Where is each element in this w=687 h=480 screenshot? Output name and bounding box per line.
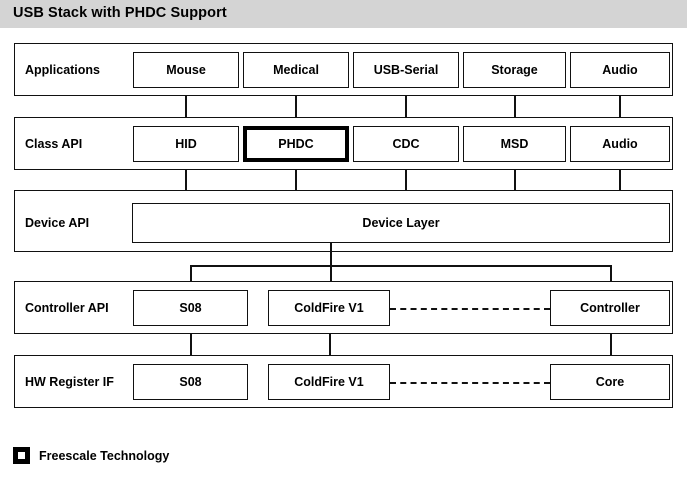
node-msd[interactable]: MSD <box>463 126 566 162</box>
row-label-applications: Applications <box>25 63 101 77</box>
connector-storage-to-msd <box>514 96 516 124</box>
connector-coldfire-to-core-dashed <box>390 382 550 384</box>
connector-usbserial-to-cdc <box>405 96 407 124</box>
connector-s08-to-s08-hw <box>190 334 192 364</box>
node-s08-hw[interactable]: S08 <box>133 364 248 400</box>
node-controller[interactable]: Controller <box>550 290 670 326</box>
connector-audio-to-audio <box>619 96 621 124</box>
node-audio-app[interactable]: Audio <box>570 52 670 88</box>
connector-controller-to-core <box>610 334 612 364</box>
node-device-layer[interactable]: Device Layer <box>132 203 670 243</box>
connector-hid-to-device-layer <box>185 170 187 196</box>
title-bar: USB Stack with PHDC Support <box>0 0 687 28</box>
node-core[interactable]: Core <box>550 364 670 400</box>
node-usb-serial[interactable]: USB-Serial <box>353 52 459 88</box>
connector-device-layer-trunk <box>330 243 332 303</box>
node-audio-class[interactable]: Audio <box>570 126 670 162</box>
connector-coldfire-to-controller-dashed <box>390 308 550 310</box>
row-label-device-api: Device API <box>25 216 90 230</box>
connector-medical-to-phdc <box>295 96 297 124</box>
node-hid[interactable]: HID <box>133 126 239 162</box>
connector-audio-to-device-layer <box>619 170 621 196</box>
connector-mouse-to-hid <box>185 96 187 124</box>
connector-device-layer-branch-bar <box>190 265 611 267</box>
connector-phdc-to-device-layer <box>295 170 297 196</box>
node-storage[interactable]: Storage <box>463 52 566 88</box>
node-mouse[interactable]: Mouse <box>133 52 239 88</box>
row-label-hw-register-if: HW Register IF <box>25 375 114 389</box>
node-cdc[interactable]: CDC <box>353 126 459 162</box>
connector-coldfire-to-coldfire-hw <box>329 334 331 364</box>
square-icon-inner <box>18 452 25 459</box>
node-s08-controller[interactable]: S08 <box>133 290 248 326</box>
node-coldfire-v1-controller[interactable]: ColdFire V1 <box>268 290 390 326</box>
freescale-technology-square-icon <box>13 447 30 464</box>
node-phdc[interactable]: PHDC <box>243 126 349 162</box>
page-title: USB Stack with PHDC Support <box>13 5 227 21</box>
legend-label: Freescale Technology <box>39 448 170 463</box>
connector-cdc-to-device-layer <box>405 170 407 196</box>
row-label-controller-api: Controller API <box>25 301 109 315</box>
row-label-class-api: Class API <box>25 137 83 151</box>
legend: Freescale Technology <box>13 447 169 464</box>
connector-msd-to-device-layer <box>514 170 516 196</box>
node-coldfire-v1-hw[interactable]: ColdFire V1 <box>268 364 390 400</box>
node-medical[interactable]: Medical <box>243 52 349 88</box>
